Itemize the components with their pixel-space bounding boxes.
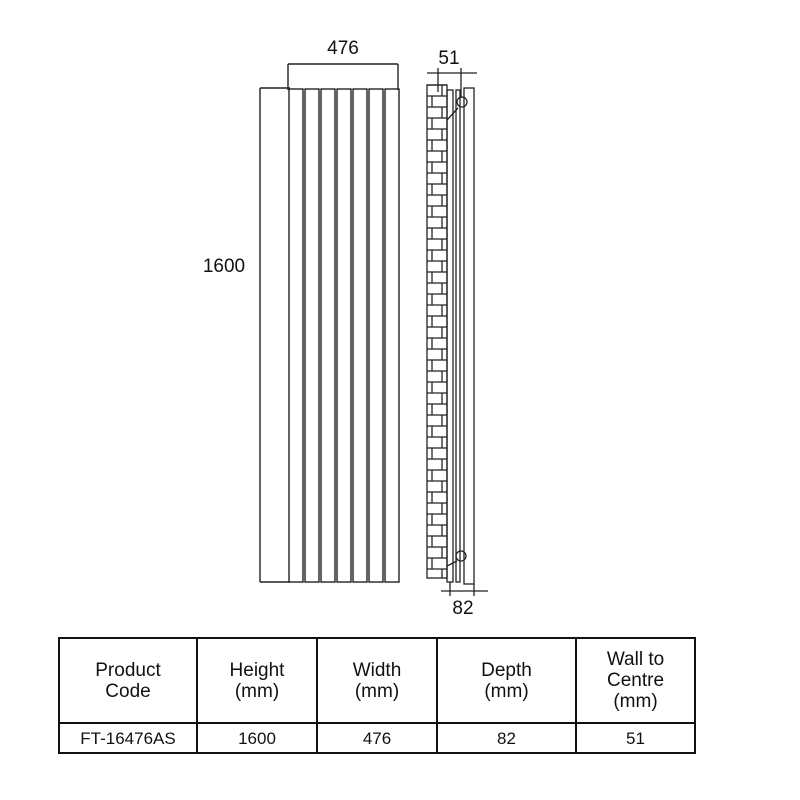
depth-dimension-label: 82: [452, 598, 474, 619]
cell-product-code: FT-16476AS: [58, 722, 198, 754]
radiator-side-view: [426, 68, 488, 596]
table-row: FT-16476AS 1600 476 82 51: [58, 722, 696, 754]
radiator-columns: [288, 88, 400, 583]
header-depth: Depth(mm): [436, 637, 577, 724]
cell-height: 1600: [196, 722, 318, 754]
radiator-column: [320, 88, 336, 583]
radiator-column: [384, 88, 400, 583]
height-dimension-label: 1600: [202, 256, 246, 277]
cell-width: 476: [316, 722, 438, 754]
radiator-column: [288, 88, 304, 583]
wall-to-centre-dimension-label: 51: [438, 48, 460, 69]
radiator-front-view: [259, 63, 399, 583]
radiator-column: [336, 88, 352, 583]
radiator-column: [368, 88, 384, 583]
wall-bricks: [426, 84, 448, 579]
cell-depth: 82: [436, 722, 577, 754]
radiator-technical-drawing: [259, 63, 488, 596]
radiator-column: [352, 88, 368, 583]
top-bracket-pipe: [456, 96, 468, 108]
header-height: Height(mm): [196, 637, 318, 724]
bottom-bracket-pipe: [455, 550, 467, 562]
wall-outline: [426, 84, 448, 579]
cell-wall-to-centre: 51: [575, 722, 696, 754]
radiator-column: [304, 88, 320, 583]
header-width: Width(mm): [316, 637, 438, 724]
width-dimension-label: 476: [327, 38, 359, 59]
